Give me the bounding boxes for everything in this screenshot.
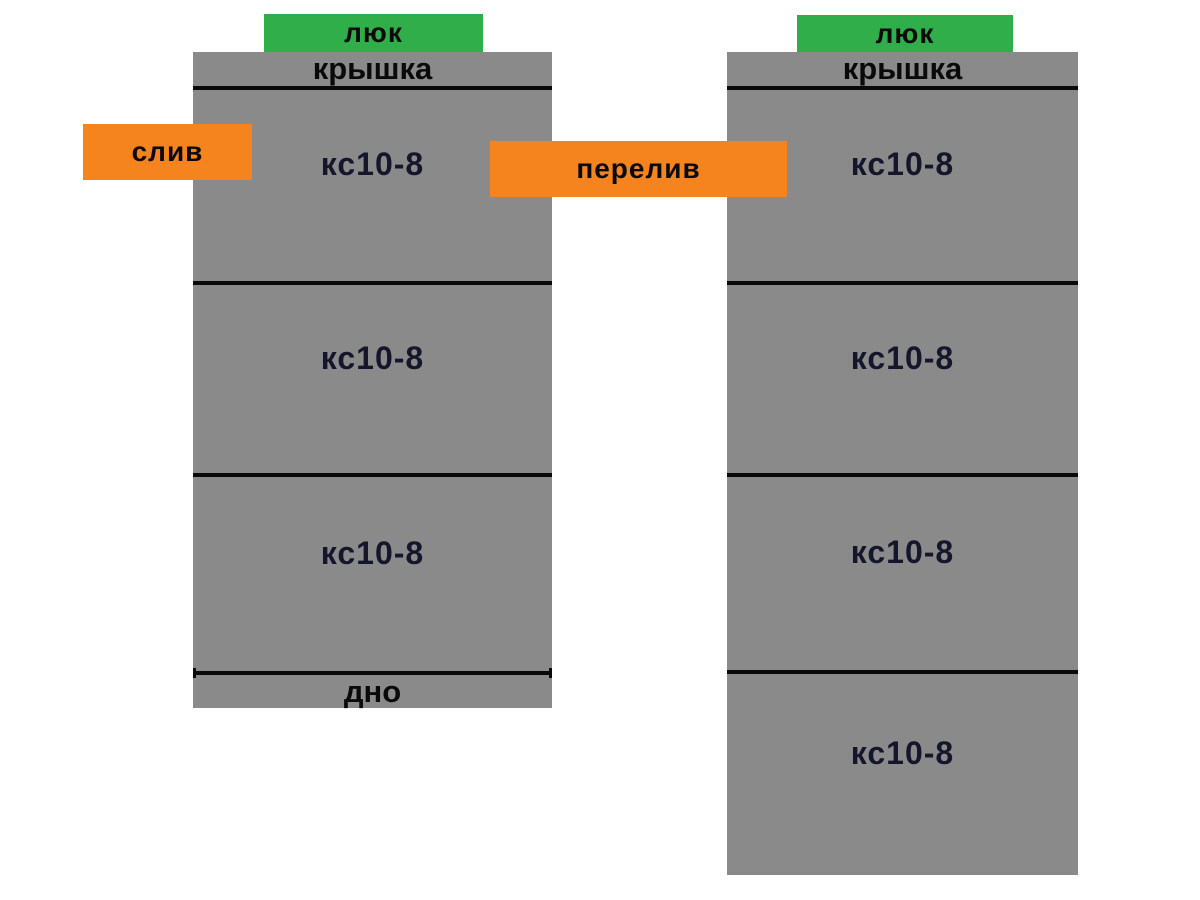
- ring-section: кс10-8: [193, 90, 552, 281]
- cover-label-left: крышка: [312, 51, 433, 86]
- hatch-label-left: люк: [264, 14, 483, 52]
- ring-section: кс10-8: [727, 90, 1078, 281]
- ring-label: кс10-8: [320, 339, 425, 376]
- bottom-section: дно: [193, 673, 552, 709]
- ring-section: кс10-8: [727, 674, 1078, 875]
- divider-line: [727, 281, 1078, 285]
- ring-section: кс10-8: [193, 285, 552, 473]
- hatch-label-right: люк: [797, 15, 1013, 52]
- divider-line: [193, 86, 552, 90]
- hatch-label-right-text: люк: [875, 17, 935, 49]
- ring-section: кс10-8: [727, 477, 1078, 670]
- ring-label: кс10-8: [850, 735, 955, 771]
- cover-section-left: крышка: [193, 51, 552, 86]
- bottom-line: [193, 668, 552, 678]
- ring-label: кс10-8: [850, 146, 955, 182]
- drain-label: слив: [83, 124, 252, 180]
- ring-section: кс10-8: [727, 285, 1078, 473]
- ring-label: кс10-8: [320, 146, 425, 182]
- overflow-label-text: перелив: [576, 153, 701, 184]
- ring-section: кс10-8: [193, 477, 552, 671]
- ring-label: кс10-8: [850, 534, 955, 570]
- divider-line: [193, 473, 552, 477]
- divider-line: [193, 281, 552, 285]
- divider-line: [727, 86, 1078, 90]
- bottom-label: дно: [343, 673, 402, 709]
- hatch-label-left-text: люк: [344, 17, 403, 48]
- cover-label-right: крышка: [842, 51, 963, 86]
- ring-label: кс10-8: [850, 339, 955, 376]
- divider-line: [727, 670, 1078, 674]
- ring-label: кс10-8: [320, 534, 425, 571]
- overflow-label: перелив: [490, 141, 787, 197]
- drain-label-text: слив: [131, 136, 204, 167]
- cover-section-right: крышка: [727, 51, 1078, 86]
- divider-line: [727, 473, 1078, 477]
